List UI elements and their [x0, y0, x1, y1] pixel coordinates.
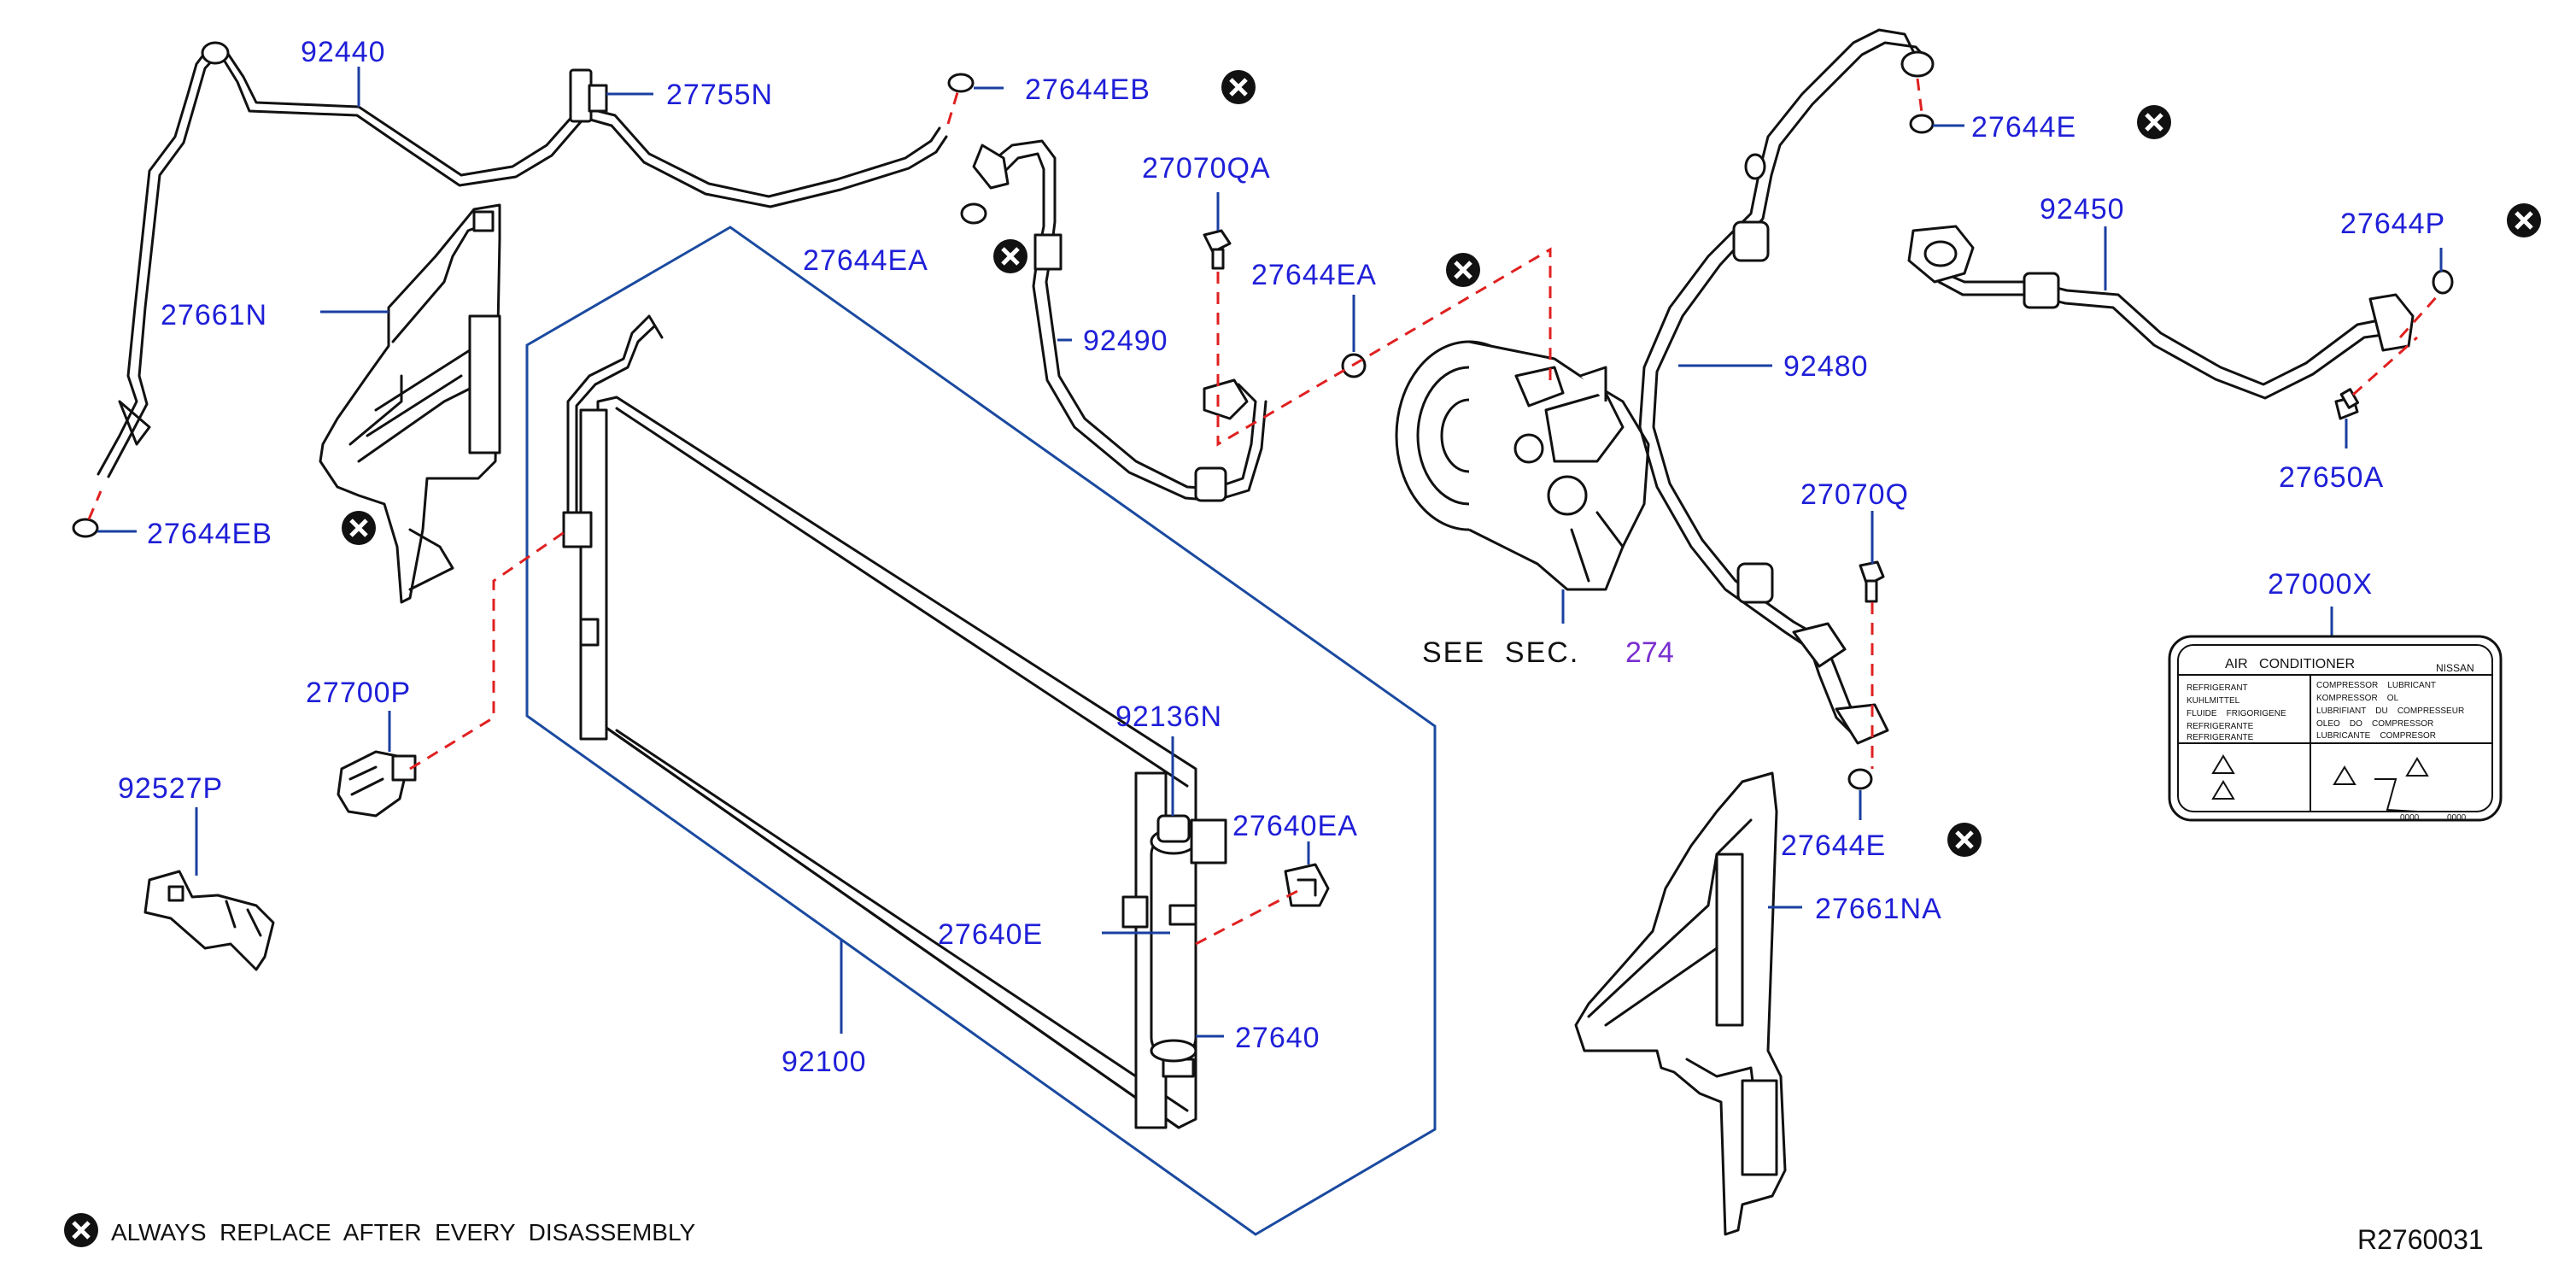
- callout-92450: 92450: [2040, 193, 2125, 226]
- label-card-right-line: LUBRICANTE COMPRESOR: [2316, 731, 2436, 741]
- o-ring-27644P: [2432, 269, 2454, 295]
- bolt-27650A: [2334, 388, 2360, 420]
- replace-mark-icon: [342, 511, 376, 545]
- label-card-left-line: REFRIGERANT: [2187, 683, 2248, 693]
- label-card-code: 0000: [2400, 813, 2420, 823]
- o-ring-27644EB-top: [947, 73, 975, 93]
- callout-92440: 92440: [301, 36, 386, 68]
- dashed-27070QA: [1216, 247, 1552, 447]
- label-card-left-line: KUHLMITTEL: [2187, 696, 2240, 706]
- bolt-27070Q: [1859, 560, 1885, 603]
- callout-92527P: 92527P: [118, 772, 223, 805]
- dashed-27644EB-left: [87, 490, 102, 520]
- legend: ALWAYS REPLACE AFTER EVERY DISASSEMBLY: [64, 1213, 695, 1247]
- replace-mark-icon: [993, 239, 1027, 273]
- ac-label-card: AIR CONDITIONER NISSAN REFRIGERANT KUHLM…: [2168, 635, 2503, 823]
- callout-27650A: 27650A: [2279, 461, 2384, 494]
- callout-27755N: 27755N: [666, 79, 773, 111]
- receiver-tank-27640: [1150, 814, 1227, 1063]
- pipe-92440: [97, 41, 948, 478]
- label-card-brand: NISSAN: [2436, 662, 2474, 674]
- replace-mark-icon: [1221, 70, 1256, 104]
- bolt-27070QA: [1203, 229, 1232, 270]
- hose-92480: [1638, 28, 1935, 745]
- label-card-left-line: REFRIGERANTE: [2187, 722, 2254, 731]
- callout-27644EA-b: 27644EA: [1251, 259, 1377, 291]
- replace-mark-icon: [2137, 105, 2171, 139]
- callout-92100: 92100: [782, 1046, 867, 1078]
- label-card-right-line: COMPRESSOR LUBRICANT: [2316, 681, 2436, 690]
- callout-27644EB-left: 27644EB: [147, 518, 272, 550]
- label-card-right-line: KOMPRESSOR OL: [2316, 694, 2399, 703]
- pipe-92450: [1907, 225, 2415, 400]
- o-ring-27644E-top: [1909, 114, 1935, 134]
- see-section-text: SEE SEC.: [1422, 636, 1579, 669]
- air-guide-27661N: [319, 203, 501, 604]
- label-card-left-line: FLUIDE FRIGORIGENE: [2187, 709, 2286, 718]
- callout-27640EA: 27640EA: [1232, 810, 1358, 842]
- callout-27644EB-top: 27644EB: [1025, 73, 1150, 106]
- callout-27070QA: 27070QA: [1142, 152, 1271, 185]
- callout-27000X: 27000X: [2268, 568, 2373, 601]
- dashed-27644E-top: [1916, 78, 1923, 114]
- callout-27661NA: 27661NA: [1815, 893, 1942, 925]
- warning-triangle-icon: [2333, 765, 2356, 785]
- label-card-right-line: LUBRIFIANT DU COMPRESSEUR: [2316, 706, 2464, 716]
- callout-27644EA-a: 27644EA: [803, 244, 928, 277]
- warning-triangle-icon: [2405, 757, 2429, 777]
- pipe-92490: [960, 139, 1268, 502]
- callout-27644E-bottom: 27644E: [1781, 829, 1886, 862]
- dashed-27700P: [409, 528, 569, 771]
- label-card-code: 0000: [2447, 813, 2467, 823]
- dashed-27640EA: [1195, 887, 1303, 946]
- replace-mark-icon: [64, 1213, 98, 1247]
- dashed-27644P: [2398, 293, 2440, 339]
- o-ring-27644E-bottom: [1847, 768, 1873, 790]
- warning-triangle-icon: [2211, 780, 2235, 800]
- replace-mark-icon: [1947, 823, 1982, 857]
- condenser-92100: [562, 314, 1197, 1129]
- replace-mark-icon: [2507, 203, 2541, 237]
- compressor: [1395, 340, 1650, 591]
- see-section-link[interactable]: 274: [1625, 636, 1674, 669]
- callout-27700P: 27700P: [306, 677, 411, 709]
- dashed-27644EB-top: [946, 89, 960, 125]
- callout-27070Q: 27070Q: [1800, 478, 1909, 511]
- callout-92490: 92490: [1083, 325, 1168, 357]
- dashed-27650A: [2352, 336, 2418, 396]
- label-card-right-line: OLEO DO COMPRESSOR: [2316, 719, 2433, 729]
- callout-27640: 27640: [1235, 1022, 1320, 1054]
- diagram-id: R2760031: [2357, 1224, 2484, 1255]
- callout-27644P: 27644P: [2340, 208, 2445, 240]
- callout-27640E: 27640E: [938, 918, 1043, 951]
- replace-mark-icon: [1446, 253, 1480, 287]
- callout-92480: 92480: [1783, 350, 1869, 383]
- air-guide-27661NA: [1574, 771, 1787, 1236]
- bracket-92527P: [143, 870, 275, 971]
- condenser-group-outline: [525, 226, 1437, 1236]
- legend-text: ALWAYS REPLACE AFTER EVERY DISASSEMBLY: [111, 1219, 695, 1246]
- callout-92136N: 92136N: [1115, 700, 1222, 733]
- label-card-left-line: REFRIGERANTE: [2187, 733, 2254, 742]
- pressure-sensor-27700P: [337, 750, 417, 818]
- o-ring-27644EB-left: [72, 518, 99, 538]
- warning-triangle-icon: [2211, 754, 2235, 774]
- label-card-title: AIR CONDITIONER: [2225, 657, 2355, 671]
- callout-27644E-top: 27644E: [1971, 111, 2076, 144]
- callout-27661N: 27661N: [161, 299, 267, 331]
- bracket-27640EA: [1284, 863, 1330, 907]
